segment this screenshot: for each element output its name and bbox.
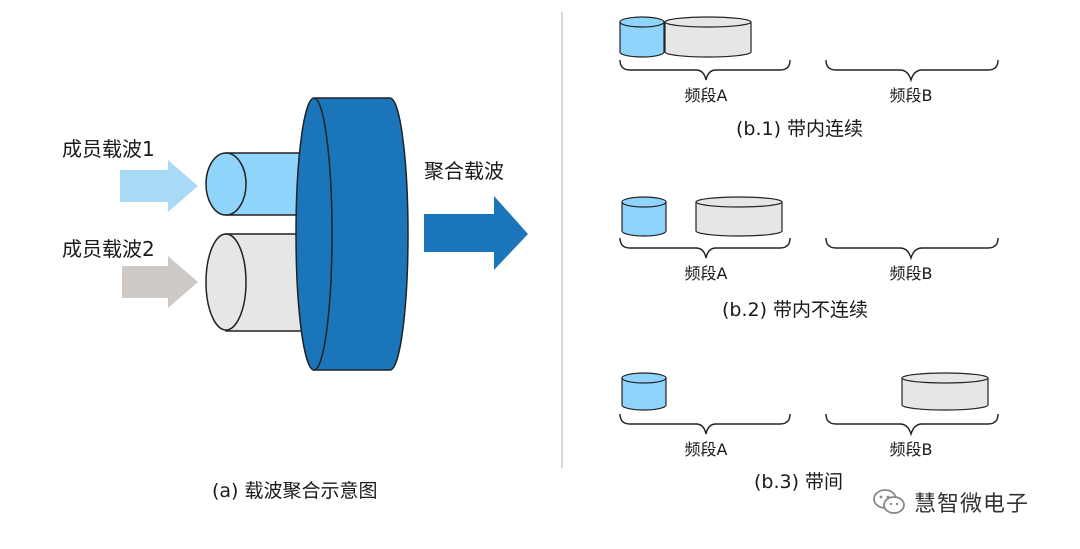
row-b2-brace-a bbox=[619, 237, 791, 259]
member-carrier-2-label: 成员载波2 bbox=[62, 237, 155, 261]
row-b2-band-b: 频段B bbox=[890, 264, 933, 283]
row-b3-brace-b bbox=[825, 413, 999, 437]
row-b1-brace-b bbox=[825, 59, 999, 83]
left-panel: 成员载波1 成员载波2 聚合载波 (a) 载波聚合示意图 bbox=[62, 97, 528, 502]
row-b1-caption: (b.1) 带内连续 bbox=[736, 118, 863, 140]
row-b1-brace-a bbox=[619, 59, 791, 81]
member-carrier-1-label: 成员载波1 bbox=[62, 137, 155, 161]
row-b1-band-b: 频段B bbox=[890, 86, 933, 105]
row-b2-gray-cylinder bbox=[695, 196, 783, 237]
row-b1-gray-cylinder bbox=[664, 16, 752, 58]
right-panel: 频段A 频段B (b.1) 带内连续 频段A 频段B (b.2) 带内不连续 bbox=[619, 16, 999, 493]
row-b1: 频段A 频段B (b.1) 带内连续 bbox=[619, 16, 999, 140]
row-b1-blue-cylinder bbox=[619, 16, 665, 58]
row-b2-band-a: 频段A bbox=[685, 264, 728, 283]
wechat-icon bbox=[873, 489, 905, 514]
row-b3-caption: (b.3) 带间 bbox=[754, 471, 843, 493]
row-b1-band-a: 频段A bbox=[685, 86, 728, 105]
row-b3-band-a: 频段A bbox=[685, 440, 728, 459]
row-b2-caption: (b.2) 带内不连续 bbox=[722, 299, 868, 321]
aggregated-carrier-arrow bbox=[424, 196, 528, 270]
aggregated-carrier-disc bbox=[295, 97, 409, 371]
row-b3-brace-a bbox=[619, 413, 791, 435]
row-b3-gray-cylinder bbox=[901, 372, 989, 411]
aggregated-carrier-label: 聚合载波 bbox=[424, 159, 504, 183]
row-b3-band-b: 频段B bbox=[890, 440, 933, 459]
row-b2: 频段A 频段B (b.2) 带内不连续 bbox=[619, 196, 999, 321]
row-b3-blue-cylinder bbox=[621, 372, 667, 411]
watermark: 慧智微电子 bbox=[872, 486, 1029, 518]
member-carrier-2-arrow bbox=[122, 256, 198, 308]
row-b2-blue-cylinder bbox=[621, 196, 667, 237]
watermark-label: 慧智微电子 bbox=[914, 492, 1030, 517]
left-caption: (a) 载波聚合示意图 bbox=[212, 480, 378, 502]
member-carrier-1-arrow bbox=[120, 160, 198, 212]
row-b2-brace-b bbox=[825, 237, 999, 261]
row-b3: 频段A 频段B (b.3) 带间 bbox=[619, 372, 999, 493]
